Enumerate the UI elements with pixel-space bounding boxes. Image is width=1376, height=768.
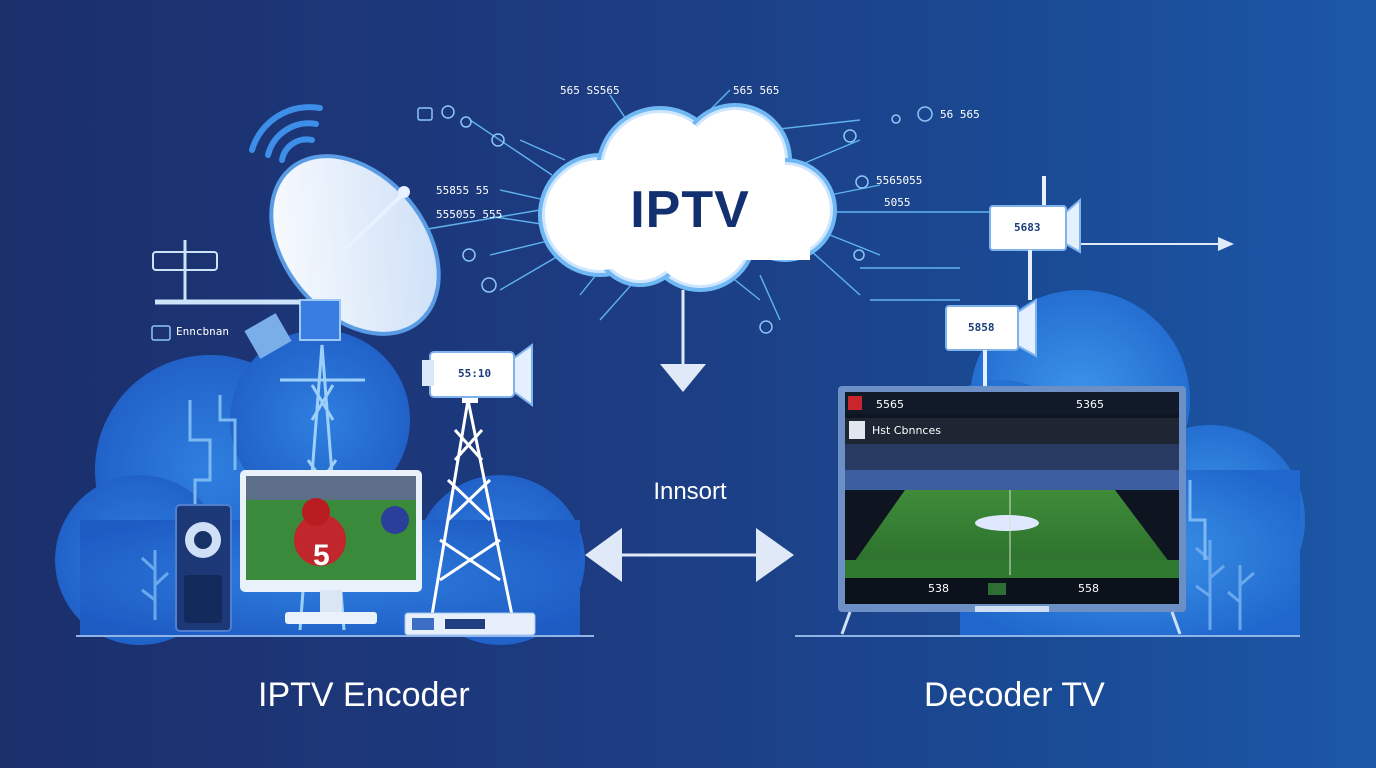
dish-side-label: Enncbnan bbox=[176, 325, 229, 338]
cloud-label-right-a: 56 565 bbox=[940, 108, 980, 121]
cloud-label-left-b: 555055 555 bbox=[436, 208, 503, 221]
tv-top-right-text: 5365 bbox=[1076, 398, 1104, 411]
decoder-tv bbox=[838, 386, 1186, 635]
left-caption: IPTV Encoder bbox=[258, 676, 470, 714]
broadcast-camera-left bbox=[422, 343, 533, 407]
middle-label: Innsort bbox=[653, 478, 727, 505]
tv-channel-title: Hst Cbnnces bbox=[872, 424, 941, 437]
output-arrow bbox=[1080, 237, 1234, 251]
right-caption: Decoder TV bbox=[924, 676, 1105, 714]
cloud-label-top-b: 565 565 bbox=[733, 84, 780, 97]
broadcast-camera-right-bottom bbox=[945, 298, 1037, 390]
satellite-dish bbox=[244, 104, 441, 359]
right-tower bbox=[430, 397, 514, 616]
encoder-box bbox=[404, 612, 536, 636]
antenna-device bbox=[152, 240, 300, 305]
cloud-down-arrow bbox=[660, 290, 706, 392]
encoder-monitor: 5 bbox=[240, 470, 422, 624]
network-icons bbox=[151, 105, 933, 341]
bidirectional-arrow bbox=[585, 528, 794, 582]
tv-top-left-text: 5565 bbox=[876, 398, 904, 411]
cloud-label-top-a: 565 SS565 bbox=[560, 84, 620, 97]
camera-right-top-label: 5683 bbox=[1014, 221, 1041, 234]
cloud-label: IPTV bbox=[630, 181, 750, 239]
tv-bottom-left-text: 538 bbox=[928, 582, 949, 595]
circuit-traces bbox=[188, 395, 1207, 560]
tv-bottom-right-text: 558 bbox=[1078, 582, 1099, 595]
svg-text:5: 5 bbox=[313, 539, 330, 572]
cloud-label-right-c: 5055 bbox=[884, 196, 911, 209]
cloud-label-left-a: 55855 55 bbox=[436, 184, 489, 197]
speaker-unit bbox=[175, 504, 232, 632]
broadcast-camera-right-top bbox=[989, 176, 1081, 300]
iptv-cloud bbox=[538, 103, 837, 292]
cloud-label-right-b: 5565055 bbox=[876, 174, 923, 187]
camera-left-label: 55:10 bbox=[458, 367, 492, 380]
camera-right-bottom-label: 5858 bbox=[968, 321, 995, 334]
decorative-plants bbox=[140, 540, 1255, 630]
